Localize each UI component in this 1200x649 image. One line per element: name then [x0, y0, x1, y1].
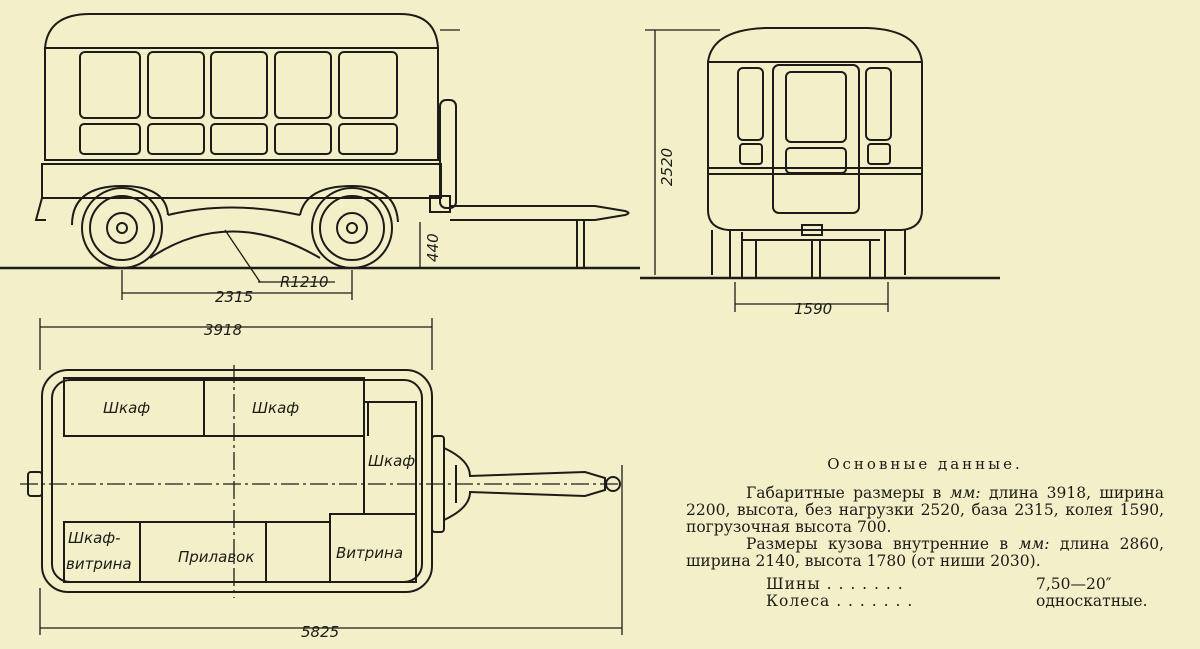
- label-cabinet-3: Шкаф: [368, 452, 415, 470]
- dim-radius: R1210: [280, 273, 329, 291]
- plan-labels: Шкаф Шкаф Шкаф Шкаф- витрина Прилавок Ви…: [66, 399, 415, 573]
- spec-paragraph-1: Габаритные размеры в мм: длина 3918, шир…: [686, 485, 1164, 536]
- spec-tires-value: 7,50—20″: [1036, 575, 1112, 593]
- label-display-cabinet-1: Шкаф-: [68, 529, 121, 547]
- label-cabinet-2: Шкаф: [252, 399, 299, 417]
- label-counter: Прилавок: [178, 548, 254, 566]
- dim-body-length: 3918: [204, 321, 242, 339]
- label-display-case: Витрина: [336, 544, 403, 562]
- dim-total-length: 5825: [301, 623, 339, 641]
- spec-p1-unit: мм:: [949, 484, 981, 502]
- spec-row-wheels: Колеса . . . . . . . односкатные.: [686, 593, 1164, 610]
- spec-paragraph-2: Размеры кузова внутренние в мм: длина 28…: [686, 536, 1164, 570]
- spec-p1-text: Габаритные размеры в: [746, 484, 942, 502]
- spec-tires-label: Шины . . . . . . .: [766, 575, 904, 593]
- spec-wheels-label: Колеса . . . . . . .: [766, 592, 914, 610]
- front-view: [640, 27, 1000, 312]
- spec-title: Основные данные.: [827, 455, 1023, 473]
- dim-track: 1590: [794, 300, 832, 318]
- side-view: [0, 13, 640, 300]
- spec-p2-unit: мм:: [1018, 535, 1050, 553]
- plan-view: [20, 318, 623, 635]
- dimension-labels: 2315 R1210 440 2520 1590 3918 5825: [204, 148, 832, 641]
- dim-clearance: 440: [424, 233, 442, 262]
- spec-p2-values: длина 2860, ширина 2140, высота 1780 (от…: [686, 535, 1164, 570]
- spec-block: Основные данные. Габаритные размеры в мм…: [686, 456, 1164, 610]
- dim-height: 2520: [658, 148, 676, 186]
- spec-p1-values: длина 3918, ширина 2200, высота, без наг…: [686, 484, 1164, 536]
- label-display-cabinet-2: витрина: [66, 555, 132, 573]
- spec-wheels-value: односкатные.: [1036, 592, 1148, 610]
- dim-base: 2315: [215, 288, 253, 306]
- spec-row-tires: Шины . . . . . . . 7,50—20″: [686, 576, 1164, 593]
- label-cabinet-1: Шкаф: [103, 399, 150, 417]
- spec-p2-text: Размеры кузова внутренние в: [746, 535, 1009, 553]
